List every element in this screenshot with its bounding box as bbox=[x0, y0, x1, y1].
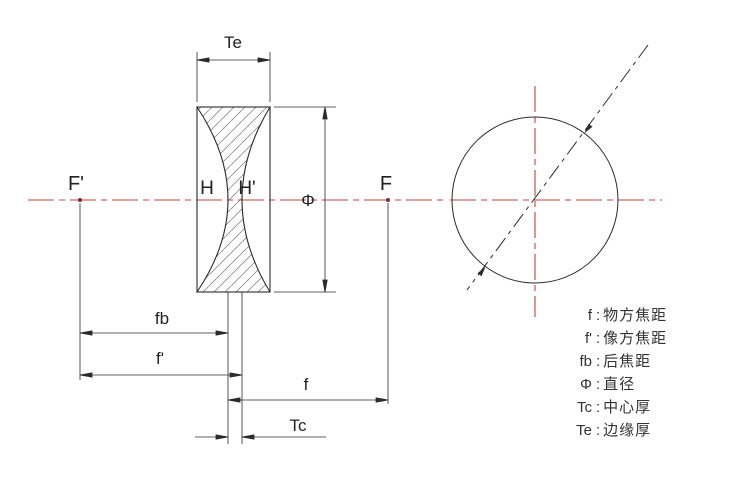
legend-row-f: f:物方焦距 bbox=[566, 304, 667, 327]
lens-front-circle bbox=[451, 116, 619, 284]
legend-desc: 中心厚 bbox=[603, 399, 652, 416]
te-arrow-left bbox=[196, 57, 210, 63]
phi-arrow-bottom bbox=[322, 279, 328, 293]
legend: f:物方焦距 f':像方焦距 fb:后焦距 Φ:直径 Tc:中心厚 Te:边缘厚 bbox=[566, 304, 667, 442]
construction-lines bbox=[79, 203, 389, 444]
lens-section bbox=[195, 106, 271, 293]
legend-desc: 直径 bbox=[603, 376, 636, 393]
legend-term: Φ bbox=[580, 376, 592, 393]
fb-arrow-right bbox=[215, 330, 229, 336]
f-prime-dim-label: f' bbox=[156, 349, 164, 368]
legend-colon: : bbox=[596, 422, 601, 439]
f-prime-arrow-left bbox=[79, 372, 93, 378]
legend-row-te: Te:边缘厚 bbox=[566, 419, 667, 442]
f-arrow-left bbox=[227, 397, 241, 403]
te-dimension bbox=[196, 52, 271, 102]
legend-colon: : bbox=[596, 307, 601, 324]
focal-points bbox=[78, 198, 390, 202]
fb-dimension bbox=[79, 330, 229, 336]
legend-desc: 像方焦距 bbox=[603, 330, 668, 347]
legend-term: Te bbox=[576, 422, 592, 439]
legend-term: f bbox=[587, 307, 592, 324]
legend-term: f' bbox=[584, 330, 592, 347]
legend-row-tc: Tc:中心厚 bbox=[566, 396, 667, 419]
f-dimension bbox=[227, 397, 389, 403]
h-prime-label: H' bbox=[238, 178, 255, 199]
h-label: H bbox=[200, 178, 214, 199]
te-arrow-right bbox=[257, 57, 271, 63]
f-prime-dimension bbox=[79, 372, 243, 378]
f-focal-point bbox=[386, 198, 390, 202]
fb-label: fb bbox=[155, 309, 169, 328]
legend-row-fb: fb:后焦距 bbox=[566, 350, 667, 373]
fb-arrow-left bbox=[79, 330, 93, 336]
lens-front-view bbox=[451, 44, 649, 291]
f-prime-point-label: F' bbox=[68, 173, 84, 195]
legend-desc: 物方焦距 bbox=[603, 307, 668, 324]
tc-arrow-right bbox=[241, 434, 255, 440]
f-prime-focal-point bbox=[78, 198, 82, 202]
f-prime-arrow-right bbox=[229, 372, 243, 378]
legend-row-phi: Φ:直径 bbox=[566, 373, 667, 396]
diagonal-arrow-upper bbox=[584, 123, 593, 134]
legend-desc: 后焦距 bbox=[603, 353, 652, 370]
legend-term: fb bbox=[579, 353, 592, 370]
legend-colon: : bbox=[596, 399, 601, 416]
diagonal-centerline bbox=[466, 44, 649, 291]
tc-label: Tc bbox=[290, 416, 308, 435]
diagonal-arrow-lower bbox=[477, 266, 486, 277]
legend-colon: : bbox=[596, 353, 601, 370]
optical-axis-lines bbox=[28, 86, 662, 317]
f-point-label: F bbox=[380, 173, 392, 195]
legend-colon: : bbox=[596, 330, 601, 347]
legend-desc: 边缘厚 bbox=[603, 422, 652, 439]
f-dim-label: f bbox=[304, 375, 309, 394]
legend-row-f-prime: f':像方焦距 bbox=[566, 327, 667, 350]
phi-dimension bbox=[274, 106, 336, 293]
f-arrow-right bbox=[375, 397, 389, 403]
legend-colon: : bbox=[596, 376, 601, 393]
te-label: Te bbox=[224, 33, 242, 52]
tc-dimension bbox=[195, 434, 326, 440]
phi-arrow-top bbox=[322, 106, 328, 120]
legend-term: Tc bbox=[577, 399, 592, 416]
phi-label: Φ bbox=[301, 191, 315, 210]
tc-arrow-left bbox=[215, 434, 229, 440]
lens-outline bbox=[196, 106, 271, 293]
